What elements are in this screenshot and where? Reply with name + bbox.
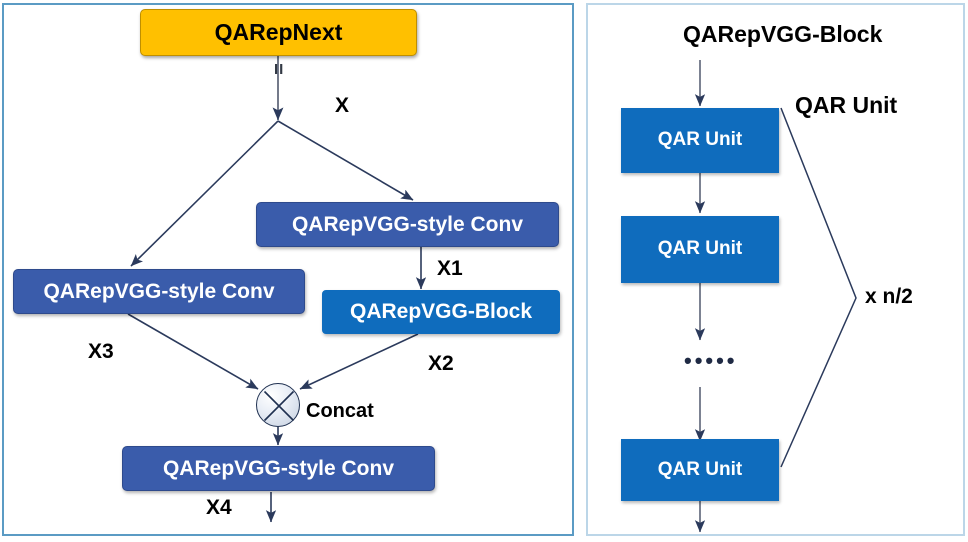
node-qar-unit-2[interactable]: QAR Unit (621, 216, 779, 283)
cross-circle-icon[interactable] (256, 383, 300, 427)
ellipsis-dots: ••••• (684, 348, 738, 373)
node-conv-left-label: QARepVGG-style Conv (43, 279, 275, 303)
node-conv-bottom-label: QARepVGG-style Conv (162, 456, 395, 480)
node-qarepvgg-block-label: QARepVGG-Block (349, 300, 533, 324)
edge-label-x4: X4 (206, 496, 232, 519)
concat-label: Concat (306, 400, 374, 422)
node-qarepvgg-block[interactable]: QARepVGG-Block (322, 290, 560, 334)
node-qar-unit-3-label: QAR Unit (657, 458, 743, 480)
node-qar-unit-1-label: QAR Unit (657, 129, 743, 151)
qar-unit-callout: QAR Unit (795, 92, 898, 118)
edge-label-x3: X3 (88, 340, 114, 363)
node-conv-right[interactable]: QARepVGG-style Conv (256, 202, 559, 247)
cross-circle-glyph (263, 390, 295, 422)
edge-label-x2: X2 (428, 352, 454, 375)
repeat-count-label: x n/2 (865, 285, 913, 308)
node-conv-right-label: QARepVGG-style Conv (291, 212, 524, 236)
parallel-mark: II (274, 61, 285, 78)
node-qarepnext-label: QARepNext (214, 18, 343, 45)
right-panel-title: QARepVGG-Block (683, 21, 883, 47)
node-conv-left[interactable]: QARepVGG-style Conv (13, 269, 305, 314)
node-qar-unit-2-label: QAR Unit (657, 238, 743, 260)
node-qar-unit-3[interactable]: QAR Unit (621, 439, 779, 501)
node-conv-bottom[interactable]: QARepVGG-style Conv (122, 446, 435, 491)
edge-label-x: X (335, 94, 350, 117)
node-qarepnext[interactable]: QARepNext (140, 9, 417, 56)
node-qar-unit-1[interactable]: QAR Unit (621, 108, 779, 173)
edge-label-x1: X1 (437, 257, 463, 280)
